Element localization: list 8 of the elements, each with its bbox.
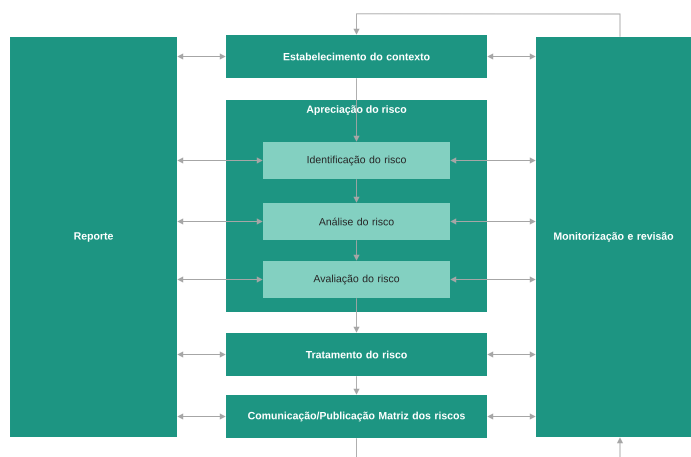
process-box: Comunicação/Publicação Matriz dos riscos: [226, 395, 487, 438]
process-box: Estabelecimento do contexto: [226, 35, 487, 78]
side-panel: Monitorização e revisão: [536, 37, 691, 437]
sub-process-box: Identificação do risco: [263, 142, 450, 179]
process-box: Tratamento do risco: [226, 333, 487, 376]
sub-process-box: Análise do risco: [263, 203, 450, 240]
sub-process-box: Avaliação do risco: [263, 261, 450, 298]
side-panel: Reporte: [10, 37, 177, 437]
